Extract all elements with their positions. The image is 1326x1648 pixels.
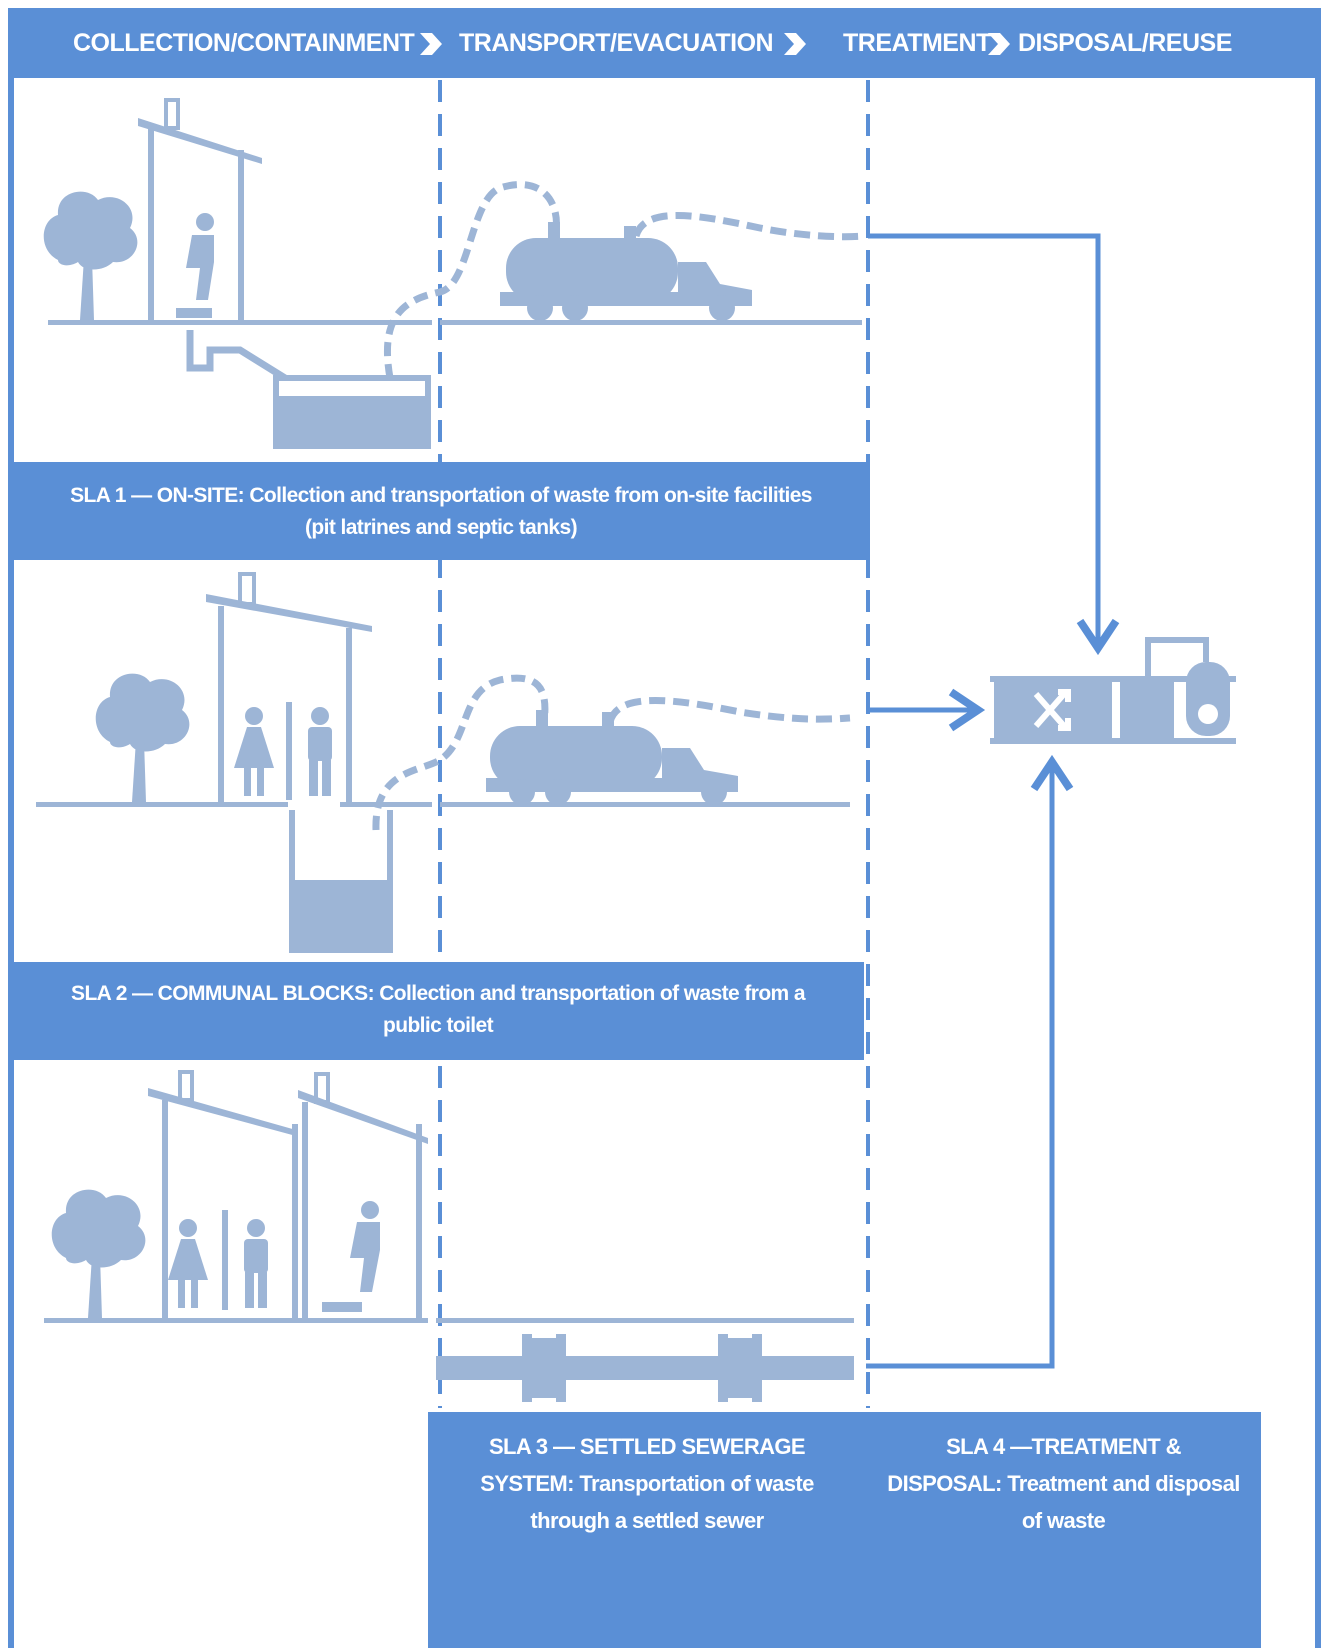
vacuum-truck-icon	[500, 222, 752, 321]
chevron-right-icon	[988, 33, 1010, 55]
chevron-right-icon	[784, 33, 806, 55]
treatment-plant-icon	[990, 637, 1236, 744]
vacuum-truck-icon	[486, 710, 738, 805]
pit-tank-icon	[289, 810, 393, 953]
diagram-frame	[8, 8, 1321, 1648]
sewer-pipe-icon	[436, 1334, 854, 1402]
stage-header-bar: COLLECTION/CONTAINMENT TRANSPORT/EVACUAT…	[8, 8, 1321, 78]
ground-line	[44, 1318, 428, 1323]
flow-arrow	[868, 233, 1120, 656]
ground-line	[440, 802, 850, 807]
stage-label-collection: COLLECTION/CONTAINMENT	[73, 29, 415, 57]
latrine-house-icon	[138, 98, 262, 322]
sla4-description: Treatment and disposal	[1007, 1471, 1240, 1496]
ground-line	[340, 802, 432, 807]
sla1-description-line2: (pit latrines and septic tanks)	[305, 516, 578, 539]
chevron-right-icon	[420, 33, 442, 55]
sla2-band: SLA 2 — COMMUNAL BLOCKS: Collection and …	[12, 962, 864, 1060]
stage-label-transport: TRANSPORT/EVACUATION	[459, 29, 774, 57]
sla3-description: Transportation of waste	[579, 1471, 814, 1496]
sla4-title: SLA 4 —TREATMENT &	[946, 1434, 1181, 1459]
stage-label-treatment: TREATMENT	[843, 29, 991, 57]
sla1-band: SLA 1 — ON-SITE: Collection and transpor…	[12, 462, 870, 560]
sla3-band: SLA 3 — SETTLED SEWERAGE SYSTEM: Transpo…	[428, 1412, 866, 1648]
ground-line	[48, 320, 432, 325]
treatment-window	[1198, 704, 1218, 724]
toilet-block-icon	[148, 1070, 428, 1318]
sla4-title-cont: DISPOSAL:	[887, 1471, 1002, 1496]
sla2-description: Collection and transportation of waste f…	[379, 982, 805, 1005]
shuffle-icon	[1033, 689, 1071, 731]
sla3-description-line2: through a settled sewer	[530, 1508, 764, 1533]
tree-icon	[43, 191, 138, 320]
ground-line	[440, 320, 862, 325]
tree-icon	[51, 1189, 146, 1318]
sla3-title-cont: SYSTEM:	[480, 1471, 574, 1496]
communal-toilet-icon	[206, 572, 372, 802]
septic-tank-icon	[273, 375, 431, 449]
flow-arrow	[866, 754, 1074, 1369]
tree-icon	[95, 673, 190, 802]
stage-label-disposal: DISPOSAL/REUSE	[1018, 29, 1232, 57]
sla4-band: SLA 4 —TREATMENT & DISPOSAL: Treatment a…	[866, 1412, 1261, 1648]
sla1-description: Collection and transportation of waste f…	[249, 484, 812, 507]
sla2-title: SLA 2 — COMMUNAL BLOCKS:	[71, 982, 375, 1005]
sla1-title: SLA 1 — ON-SITE:	[70, 484, 245, 507]
ground-line	[436, 1318, 854, 1323]
sla3-title: SLA 3 — SETTLED SEWERAGE	[488, 1434, 806, 1459]
ground-line	[36, 802, 288, 807]
sla2-description-line2: public toilet	[382, 1014, 494, 1037]
sla4-description-line2: of waste	[1021, 1508, 1106, 1533]
